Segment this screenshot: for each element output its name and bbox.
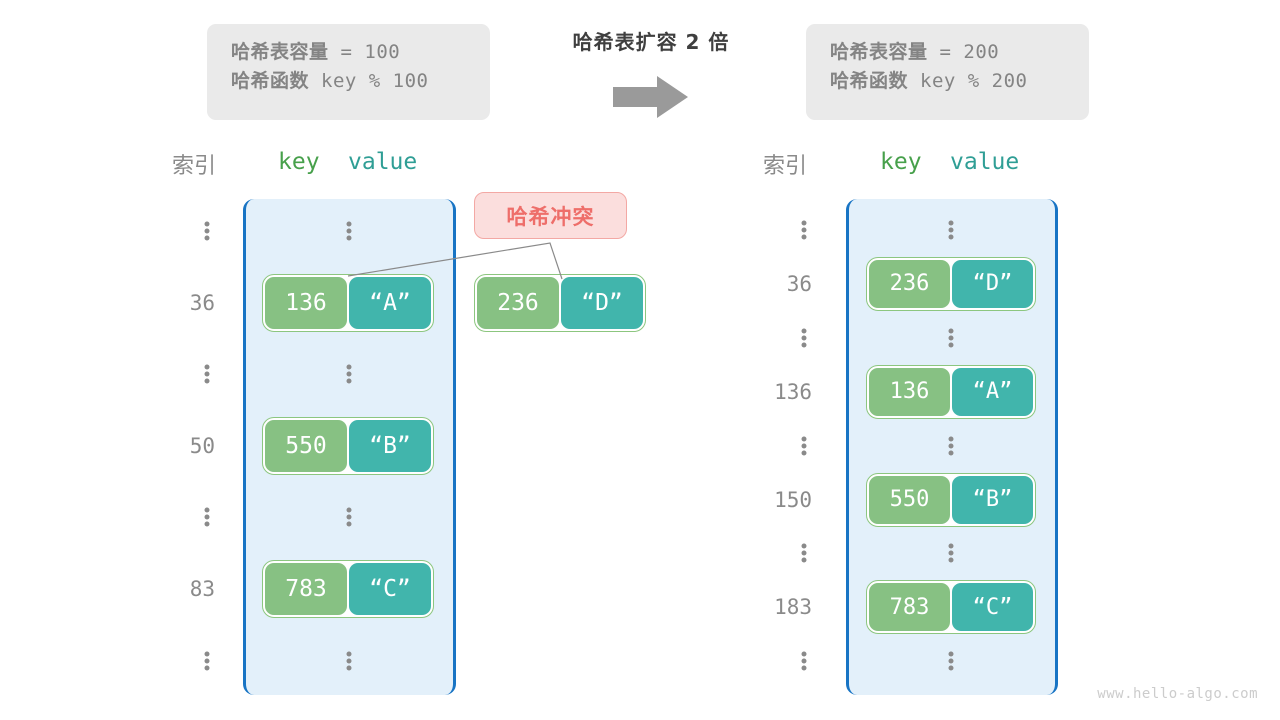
right-header-key: key xyxy=(880,149,922,175)
left-index-label: 83 xyxy=(189,577,215,601)
colliding-entry-pair[interactable]: 236 “D” xyxy=(474,274,646,332)
left-entry-key: 136 xyxy=(265,276,347,329)
right-entry-pair[interactable]: 783“C” xyxy=(866,580,1036,635)
left-entry-key: 550 xyxy=(265,419,347,472)
right-index-label: 136 xyxy=(774,379,812,404)
right-index-ellipsis xyxy=(801,220,807,240)
left-capacity-value: = 100 xyxy=(340,41,401,63)
right-bucket-ellipsis xyxy=(948,651,954,671)
right-entry-key: 783 xyxy=(869,583,950,632)
left-index-label: 50 xyxy=(189,433,215,458)
left-index-label: 36 xyxy=(189,290,215,315)
right-bucket-ellipsis xyxy=(948,220,954,240)
colliding-entry-value: “D” xyxy=(561,277,643,329)
watermark: www.hello-algo.com xyxy=(1097,686,1258,702)
right-index-label: 150 xyxy=(774,487,812,512)
left-index-ellipsis xyxy=(204,651,210,671)
right-capacity-value: = 200 xyxy=(939,41,1000,63)
right-entry-key: 550 xyxy=(869,475,950,524)
left-bucket-ellipsis xyxy=(346,651,352,671)
left-entry-value: “A” xyxy=(349,276,431,329)
right-bucket-ellipsis xyxy=(948,543,954,563)
right-index-label: 36 xyxy=(786,271,812,296)
right-header-value: value xyxy=(950,149,1020,175)
right-entry-key: 236 xyxy=(869,259,950,308)
right-entry-key: 136 xyxy=(869,367,950,416)
left-entry-pair[interactable]: 136“A” xyxy=(262,273,434,332)
right-arrow-icon xyxy=(520,75,782,119)
right-entry-value: “C” xyxy=(952,583,1033,632)
left-header-index: 索引 xyxy=(172,154,217,179)
left-bucket-ellipsis xyxy=(346,507,352,527)
hash-collision-badge: 哈希冲突 xyxy=(474,192,627,239)
left-index-ellipsis xyxy=(204,364,210,384)
left-index-ellipsis xyxy=(204,507,210,527)
right-index-ellipsis xyxy=(801,328,807,348)
left-entry-pair[interactable]: 550“B” xyxy=(262,416,434,475)
right-entry-value: “A” xyxy=(952,367,1033,416)
left-header-value: value xyxy=(348,149,418,175)
right-entry-pair[interactable]: 136“A” xyxy=(866,364,1036,419)
colliding-entry-key: 236 xyxy=(477,277,559,329)
left-entry-pair[interactable]: 783“C” xyxy=(262,560,434,618)
right-hash-function-label: 哈希函数 xyxy=(830,69,909,92)
right-index-ellipsis xyxy=(801,651,807,671)
hash-collision-label: 哈希冲突 xyxy=(506,204,595,229)
left-capacity-label: 哈希表容量 xyxy=(231,41,329,63)
left-hash-function-value: key % 100 xyxy=(321,69,429,92)
right-index-label: 183 xyxy=(774,595,812,620)
right-index-ellipsis xyxy=(801,543,807,563)
left-capacity-line: 哈希表容量 = 100 xyxy=(231,38,466,67)
expansion-transition: 哈希表扩容 2 倍 xyxy=(520,26,782,119)
right-hash-table-info-panel: 哈希表容量 = 200 哈希函数 key % 200 xyxy=(806,24,1089,120)
expansion-title: 哈希表扩容 2 倍 xyxy=(572,30,730,54)
right-hash-function-line: 哈希函数 key % 200 xyxy=(830,67,1065,96)
left-entry-key: 783 xyxy=(265,563,347,615)
right-bucket-ellipsis xyxy=(948,328,954,348)
right-entry-value: “B” xyxy=(952,475,1033,524)
left-entry-value: “B” xyxy=(349,419,431,472)
right-column-headers: 索引 key value xyxy=(600,148,1200,179)
left-hash-function-label: 哈希函数 xyxy=(231,69,310,92)
right-index-ellipsis xyxy=(801,436,807,456)
left-column-headers: 索引 key value xyxy=(0,148,480,179)
left-bucket-ellipsis xyxy=(346,221,352,241)
left-hash-table-info-panel: 哈希表容量 = 100 哈希函数 key % 100 xyxy=(207,24,490,120)
left-entry-value: “C” xyxy=(349,563,431,615)
left-bucket-ellipsis xyxy=(346,364,352,384)
right-entry-pair[interactable]: 550“B” xyxy=(866,472,1036,527)
right-hash-function-value: key % 200 xyxy=(920,69,1028,92)
right-bucket-ellipsis xyxy=(948,436,954,456)
left-index-ellipsis xyxy=(204,221,210,241)
right-header-index: 索引 xyxy=(763,154,808,179)
right-capacity-label: 哈希表容量 xyxy=(830,41,928,63)
right-capacity-line: 哈希表容量 = 200 xyxy=(830,38,1065,67)
left-hash-function-line: 哈希函数 key % 100 xyxy=(231,67,466,96)
left-header-key: key xyxy=(278,149,320,175)
right-entry-value: “D” xyxy=(952,259,1033,308)
right-entry-pair[interactable]: 236“D” xyxy=(866,256,1036,311)
